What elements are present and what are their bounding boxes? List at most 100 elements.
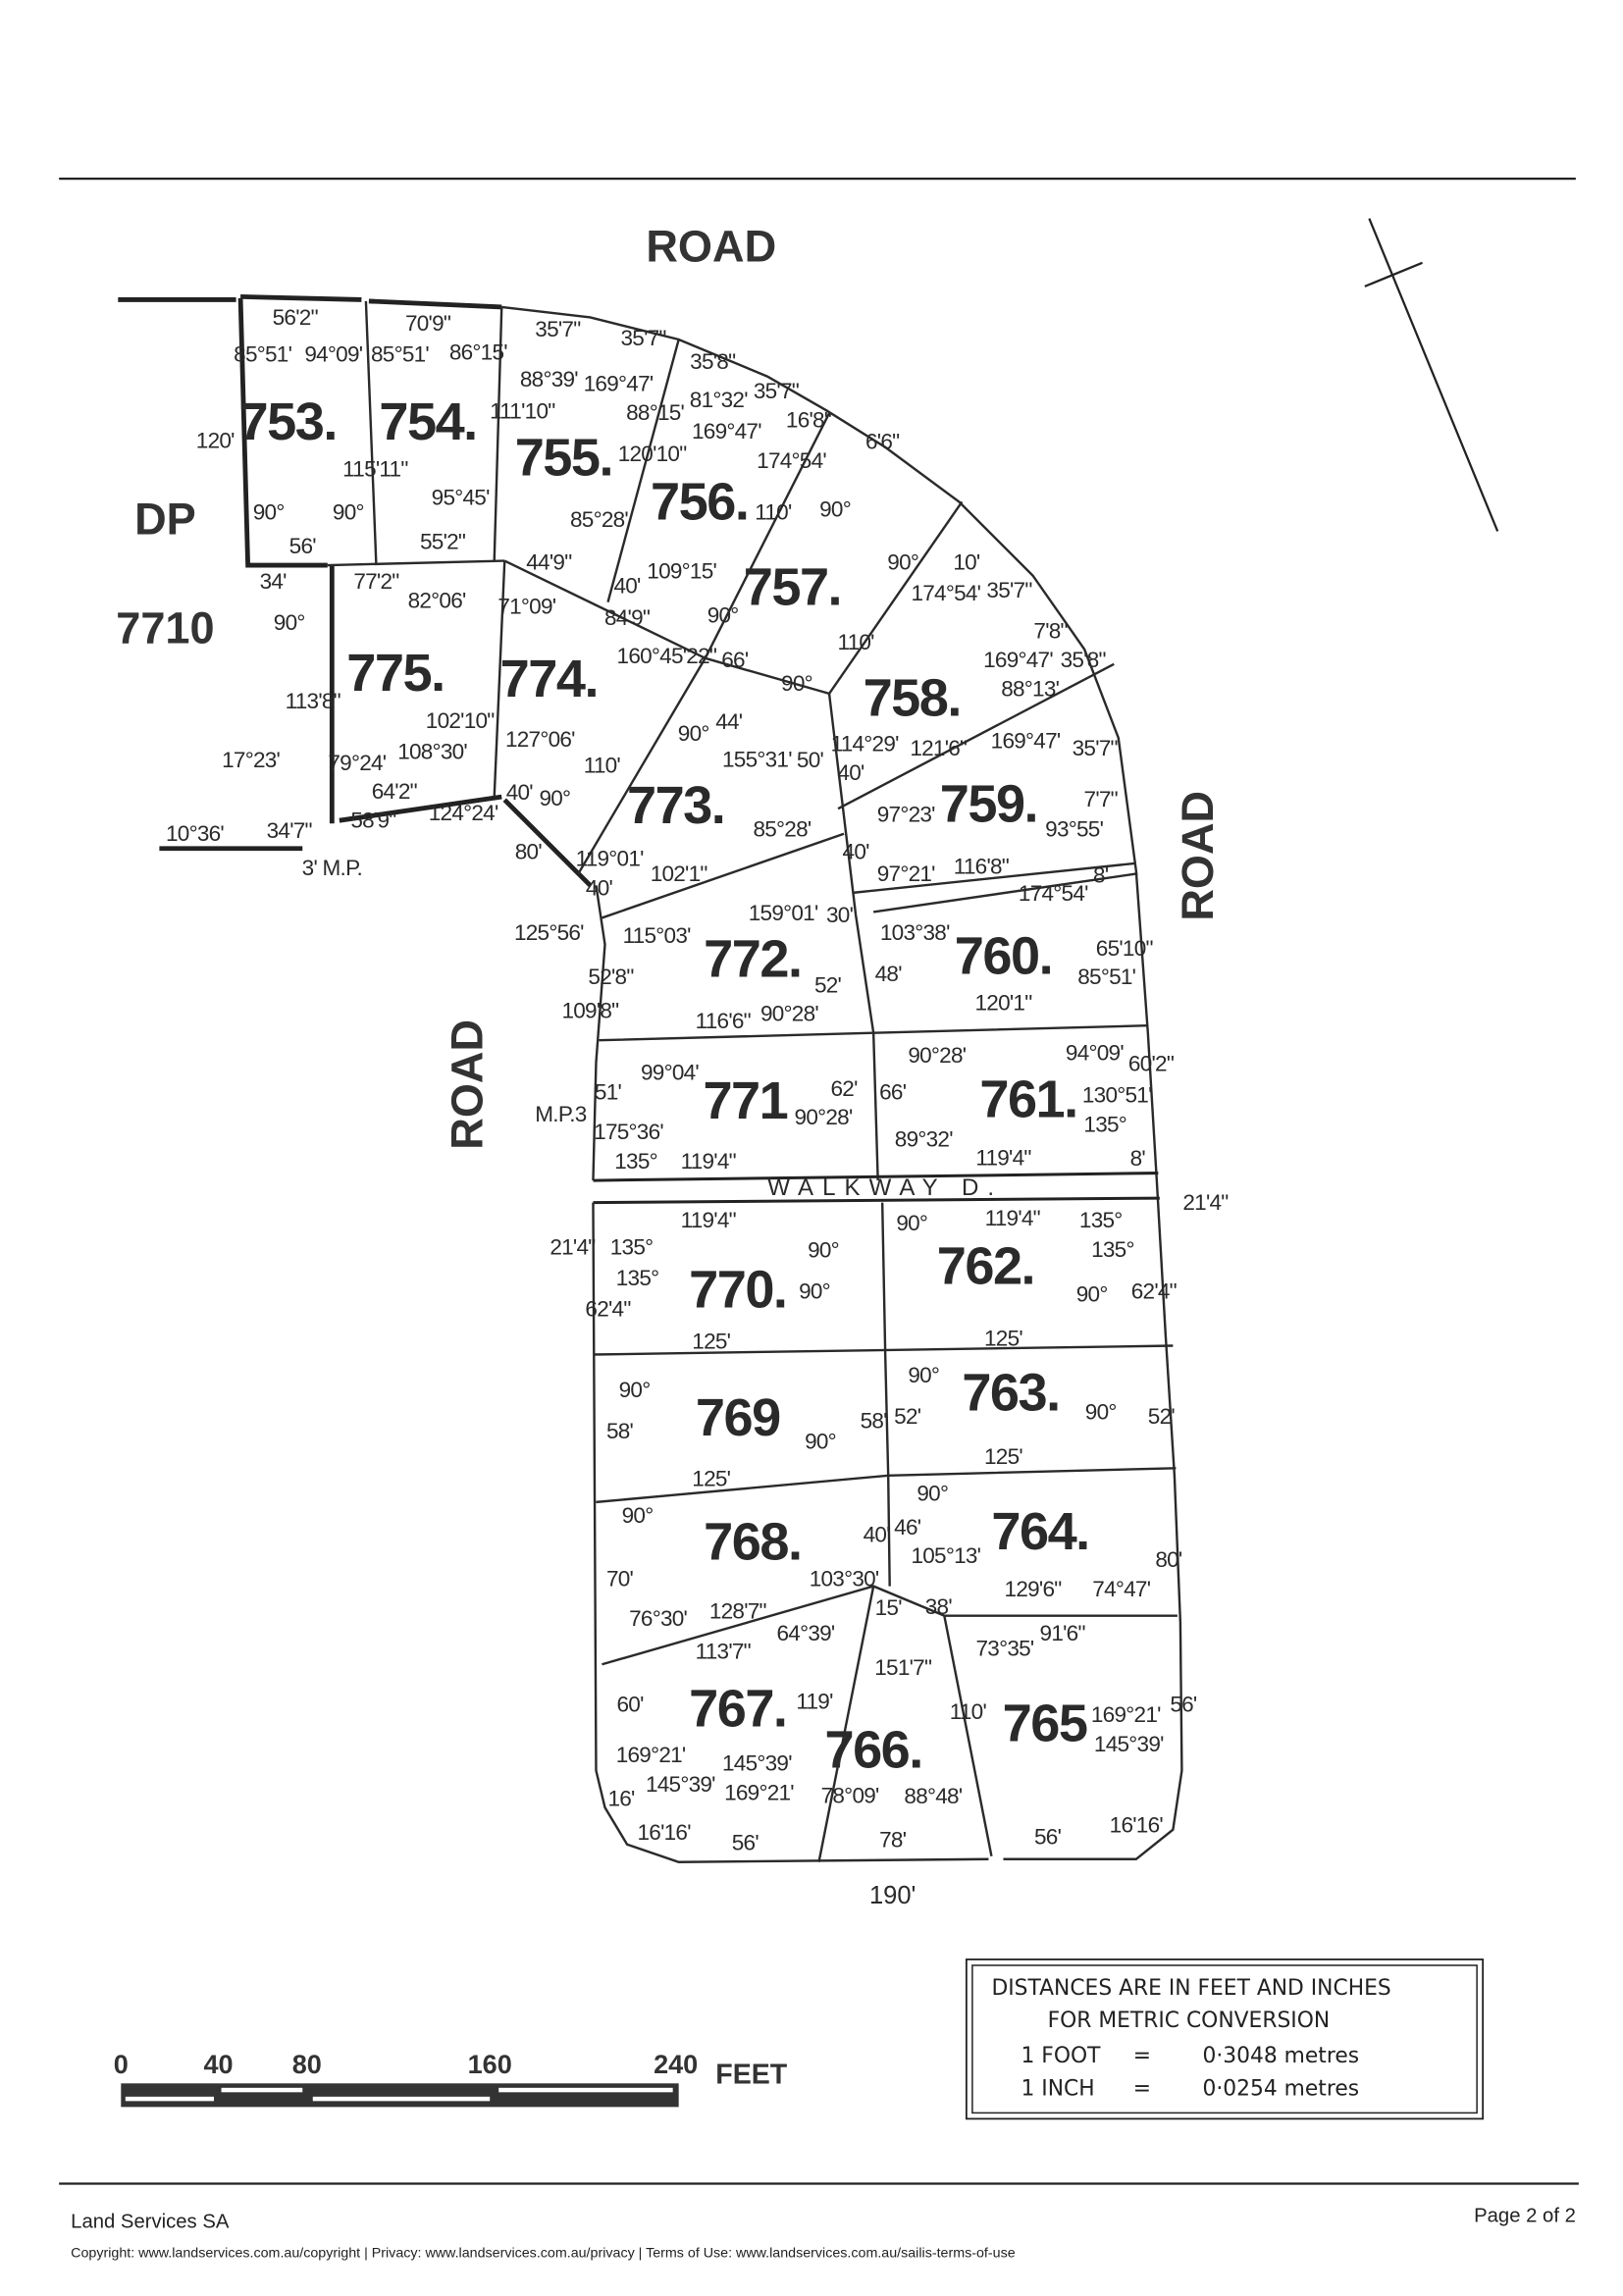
lot-dimension: 91'6" (1040, 1621, 1086, 1645)
lot-dimension: 97°23' (877, 803, 935, 827)
footer-org: Land Services SA (71, 2212, 230, 2233)
lot-9: 759.169°47'93°55'35'7"7'7"8'97°23'40'97°… (843, 729, 1120, 888)
lot-dimension: 125' (692, 1466, 730, 1490)
lots-layer: 753.56'2"85°51'94°09'120'115'11"90°90°56… (196, 305, 1230, 1855)
lot-dimension: 40' (864, 1522, 891, 1546)
legend-line2: FOR METRIC CONVERSION (1048, 2009, 1331, 2033)
legend-inch-value: 0·0254 metres (1202, 2076, 1359, 2101)
lot-dimension: 7'7" (1084, 787, 1119, 811)
lot-5: 774.71°09'84'9"160°45'22"127°06'40'90°11… (497, 595, 717, 810)
lot-dimension: 90°28' (760, 1002, 818, 1026)
lot-dimension: 35'8" (690, 349, 736, 374)
lot-dimension: 60'2" (1128, 1052, 1175, 1076)
lot-dimension: 60' (616, 1692, 644, 1716)
lot-dimension: 135° (1079, 1208, 1123, 1232)
lot-dimension: 90° (678, 721, 709, 746)
lot-number: 773. (627, 776, 724, 835)
lot-dimension: 8' (1093, 862, 1109, 887)
lot-dimension: 90° (1085, 1400, 1117, 1425)
scale-unit: FEET (715, 2059, 788, 2090)
lot-dimension: 169°47' (983, 648, 1053, 672)
lot-dimension: 113'8" (286, 689, 341, 713)
footer-links[interactable]: Copyright: www.landservices.com.au/copyr… (71, 2246, 1016, 2262)
lot-dimension: 35'7" (620, 326, 666, 350)
lot-dimension: 85°51' (1077, 965, 1135, 989)
lot-dimension: 90° (781, 671, 812, 696)
lot-dimension: 90°28' (908, 1043, 966, 1068)
lot-dimension: 169°47' (584, 372, 654, 396)
lot-dimension: 110' (584, 754, 621, 778)
lot-dimension: 35'7" (754, 379, 800, 403)
lot-dimension: 169°47' (991, 729, 1061, 754)
lot-dimension: 8' (1130, 1146, 1146, 1171)
lot-dimension: 145°39' (1094, 1732, 1164, 1756)
lot-dimension: 125' (984, 1326, 1022, 1350)
lot-dimension: 119'4" (681, 1149, 737, 1174)
lot-dimension: 58' (861, 1409, 888, 1434)
lot-dimension: 30' (826, 903, 854, 927)
lot-dimension: 46' (894, 1515, 921, 1539)
lot-8: 758.10'35'7"174°54'169°47'88°13'7'8"35'8… (831, 550, 1108, 785)
misc-dim: 17°23' (222, 748, 280, 772)
lot-dimension: 73°35' (975, 1636, 1033, 1660)
lot-dimension: 90° (274, 610, 305, 635)
lot-dimension: 120'1" (974, 990, 1032, 1015)
lot-dimension: 135° (616, 1266, 659, 1290)
lot-number: 774. (500, 650, 598, 708)
lot-dimension: 110' (950, 1699, 987, 1724)
lot-dimension: 128'7" (709, 1599, 767, 1624)
lot-dimension: 76°30' (629, 1606, 687, 1631)
lot-dimension: 40' (506, 780, 534, 805)
lot-dimension: 174°54' (757, 448, 826, 473)
lot-dimension: 66' (721, 648, 749, 672)
lot-dimension: 16'16' (638, 1820, 692, 1845)
lot-dimension: 125' (984, 1444, 1022, 1469)
lot-dimension: 40' (586, 875, 613, 900)
lot-dimension: 114°29' (831, 732, 900, 757)
lot-3: 756.35'8"81°32'169°47'35'7"16'8"174°54'1… (613, 349, 832, 599)
lot-dimension: 52' (1148, 1404, 1176, 1429)
lot-dimension: 99°04' (641, 1060, 699, 1084)
lot-dimension: 56' (1034, 1825, 1062, 1850)
lot-dimension: 85°28' (570, 507, 628, 532)
lot-21: 766.15'151'7"110'78°09'88°48'78' (821, 1595, 988, 1852)
lot-dimension: 145°39' (646, 1772, 715, 1797)
lot-dimension: 35'7" (1073, 736, 1119, 760)
legend-foot-label: 1 FOOT (1021, 2044, 1102, 2068)
lot-dimension: 21'4" (550, 1234, 596, 1259)
lot-dimension: 90° (908, 1363, 939, 1387)
legend-foot-eq: = (1133, 2044, 1151, 2068)
lot-dimension: 79°24' (328, 751, 386, 775)
lot-20: 767.113'7"64°39'60'169°21'145°39'145°39'… (607, 1621, 835, 1855)
lot-dimension: 58' (606, 1419, 634, 1443)
lot-number: 771 (703, 1071, 787, 1130)
lot-dimension: 40' (837, 760, 864, 785)
lot-dimension: 119' (796, 1689, 833, 1713)
lot-dimension: 125°56' (514, 920, 584, 945)
lot-dimension: 80' (515, 839, 543, 863)
lot-dimension: 119°01' (576, 847, 645, 871)
lot-dimension: 119'4" (681, 1208, 737, 1232)
lot-dimension: 169°21' (616, 1743, 686, 1767)
lot-number: 775. (346, 644, 444, 703)
lot-dimension: 130°51' (1082, 1082, 1152, 1107)
lot-dimension: 44'9" (526, 550, 572, 575)
lot-dimension: 109°15' (647, 559, 716, 584)
road-label-right: ROAD (1173, 791, 1223, 921)
lot-number: 759. (940, 775, 1037, 834)
lot-number: 764. (991, 1502, 1088, 1561)
lot-dimension: 65'10" (1096, 936, 1154, 961)
bottom-total-dim: 190' (869, 1882, 916, 1909)
lot-dimension: 62' (831, 1076, 859, 1101)
lot-dimension: 21'4" (1182, 1190, 1229, 1215)
lot-dimension: 55'2" (420, 530, 466, 554)
lot-17: 763.90°90°52'52'125' (894, 1363, 1176, 1469)
lot-dimension: 90° (707, 602, 739, 627)
lot-dimension: 89°32' (895, 1126, 953, 1151)
lot-dimension: 110' (755, 499, 792, 524)
lot-dimension: 94°09' (304, 342, 362, 367)
lot-dimension: 103°30' (810, 1567, 879, 1592)
lot-dimension: 40' (843, 839, 870, 863)
